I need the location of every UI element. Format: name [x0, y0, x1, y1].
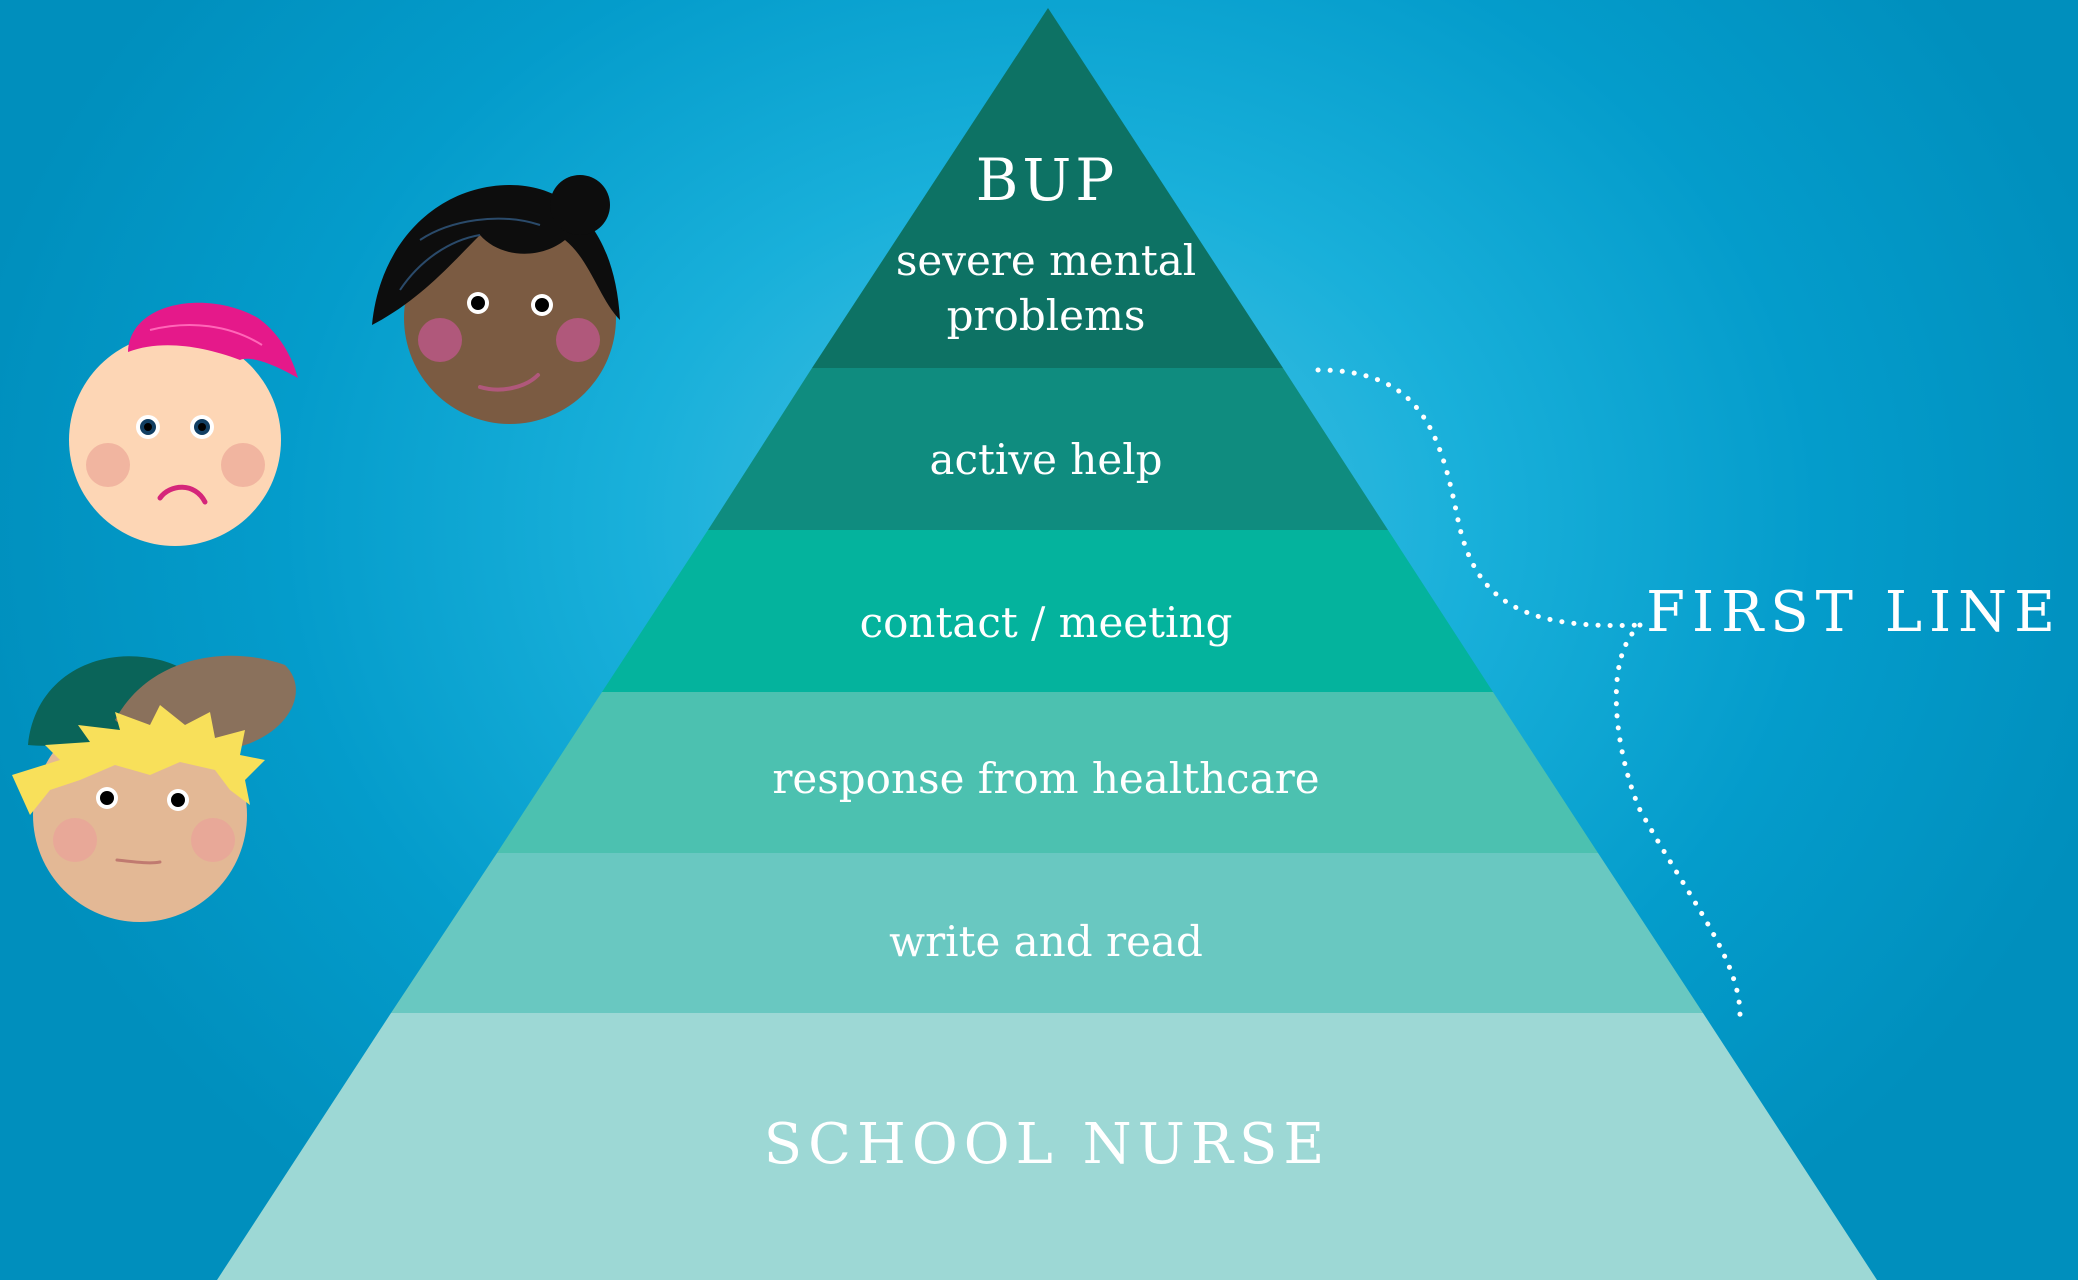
- level-label-write-read: write and read: [889, 917, 1203, 966]
- child-face-pink-hair: [69, 302, 298, 546]
- pyramid-tier-contact-meeting: [602, 530, 1493, 692]
- pyramid-tier-write-read: [391, 853, 1703, 1013]
- child-face-blond-cap: [12, 655, 296, 922]
- school-nurse-label: SCHOOL NURSE: [764, 1112, 1330, 1177]
- pyramid-tier-bup: [812, 8, 1283, 368]
- level-label-contact-meeting: contact / meeting: [860, 598, 1233, 647]
- bup-title: BUP: [976, 146, 1119, 214]
- first-line-bracket: [1315, 367, 1743, 1018]
- child-face-dark-hair-bun: [372, 175, 620, 424]
- pyramid: [217, 8, 1877, 1280]
- first-line-label: FIRST LINE: [1646, 580, 2062, 645]
- pyramid-tier-response-healthcare: [497, 692, 1598, 853]
- bup-description-line-1: severe mental: [896, 236, 1196, 285]
- pyramid-tier-active-help: [708, 368, 1388, 530]
- pyramid-tier-school-nurse: [217, 1013, 1877, 1280]
- level-label-active-help: active help: [929, 435, 1162, 484]
- bup-description-line-2: problems: [947, 291, 1146, 340]
- level-label-response-healthcare: response from healthcare: [772, 754, 1319, 803]
